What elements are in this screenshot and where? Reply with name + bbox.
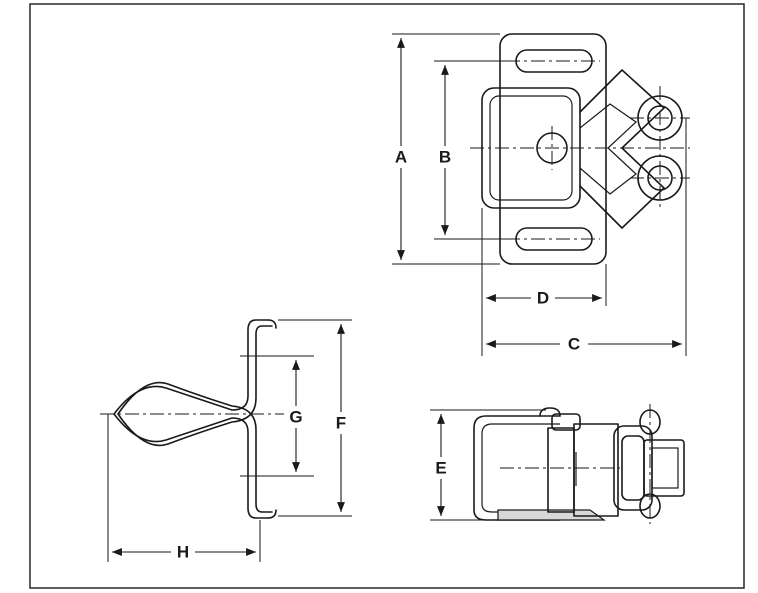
bottom-curl <box>267 509 277 519</box>
end-view-dimensions: E <box>430 409 546 521</box>
top-lip <box>551 413 581 431</box>
top-curl <box>267 319 277 329</box>
dim-g-label: G <box>289 408 302 427</box>
dim-b-label-bg <box>434 146 456 168</box>
dim-f-label: F <box>336 414 346 433</box>
dim-d-label: D <box>537 289 549 308</box>
side-view <box>100 319 290 519</box>
dim-d-label-bg <box>531 287 555 309</box>
roller-body <box>643 439 685 497</box>
side-view-dimensions: F G H <box>107 319 352 563</box>
drawing-frame <box>29 3 745 589</box>
dim-c-label-bg <box>560 333 588 355</box>
mounting-plate <box>499 33 607 265</box>
mounting-base-plate <box>497 509 606 521</box>
dim-b-label: B <box>439 148 451 167</box>
dim-c-label: C <box>568 335 580 354</box>
dim-e-label: E <box>435 459 446 478</box>
dim-a-label: A <box>395 148 407 167</box>
dim-g-label-bg <box>284 406 308 428</box>
top-view-dimensions: A B D C <box>390 33 687 356</box>
dim-a-label-bg <box>390 146 412 168</box>
dim-e-label-bg <box>430 457 452 479</box>
top-screw-tab <box>539 407 561 417</box>
dim-h-label-bg <box>171 541 195 563</box>
top-view <box>470 33 690 265</box>
roller-body-inner <box>651 447 679 489</box>
dim-f-label-bg <box>330 412 352 434</box>
dim-h-label: H <box>177 543 189 562</box>
spring-arm-housing <box>573 423 619 517</box>
end-view <box>473 404 685 524</box>
end-housing-outer <box>473 415 561 521</box>
end-housing-inner <box>481 423 560 513</box>
